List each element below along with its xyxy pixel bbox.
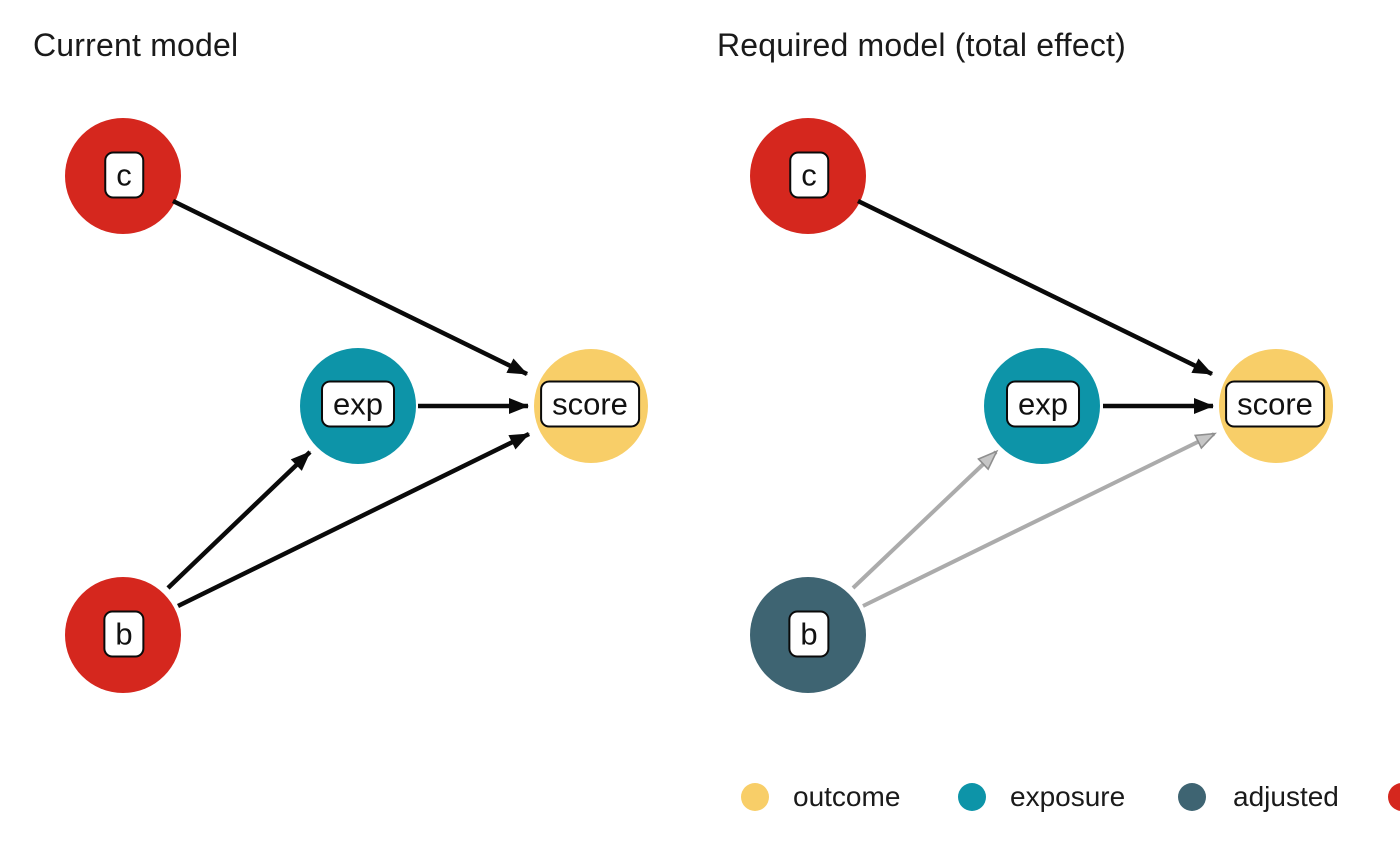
legend-dot-exposure	[958, 783, 986, 811]
node-score-label-current: score	[540, 380, 640, 428]
panel-title-required: Required model (total effect)	[717, 27, 1126, 63]
node-c-label-current: c	[104, 151, 144, 199]
node-score-label-required: score	[1225, 380, 1325, 428]
legend-dot-outcome	[741, 783, 769, 811]
node-c-label-required: c	[789, 151, 829, 199]
node-b-label-required: b	[788, 610, 830, 658]
edge-b-to-score-current	[177, 431, 530, 609]
legend-dot-other-clipped	[1388, 783, 1400, 811]
edge-c-to-score-required	[857, 198, 1213, 377]
edge-c-to-score-current	[172, 198, 528, 377]
legend-label-exposure: exposure	[1010, 781, 1126, 812]
edge-b-to-exp-required	[851, 449, 999, 590]
legend-dot-adjusted	[1178, 783, 1206, 811]
node-exp-label-current: exp	[321, 380, 395, 428]
node-exp-label-required: exp	[1006, 380, 1080, 428]
legend-label-adjusted: adjusted	[1233, 781, 1339, 812]
edge-b-to-exp-current	[166, 450, 312, 590]
edge-b-to-score-required	[862, 432, 1217, 608]
panel-title-current: Current model	[33, 27, 239, 63]
legend-label-outcome: outcome	[793, 781, 901, 812]
node-b-label-current: b	[103, 610, 145, 658]
